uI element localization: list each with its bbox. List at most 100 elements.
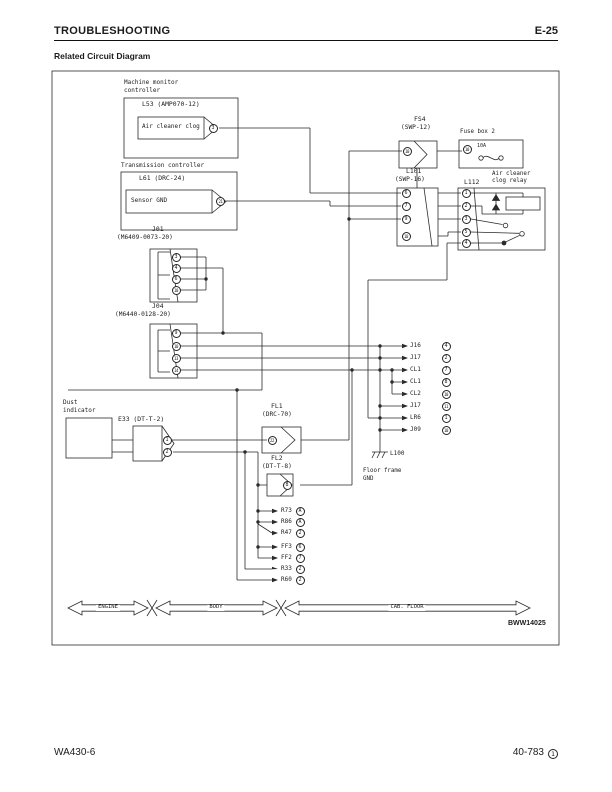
pin-l112-5: 4	[461, 238, 471, 248]
connector-j01-name: J01	[152, 225, 164, 233]
dest-label: J16	[410, 341, 421, 349]
dest-label: J17	[410, 401, 421, 409]
dest-pin: 11	[441, 401, 451, 411]
header-rule	[54, 40, 558, 41]
connector-e33-label: E33 (DT-T-2)	[118, 415, 165, 423]
pin-l101-2: 7	[401, 201, 411, 211]
dest-pin: 7	[441, 365, 451, 375]
pin-l112-3: 3	[461, 214, 471, 224]
ground-icon	[371, 451, 388, 459]
connector-fs4-name: FS4	[414, 115, 426, 123]
pin-l101-1: 6	[401, 188, 411, 198]
j01-connector	[149, 248, 198, 303]
dest-label: LR6	[410, 413, 421, 421]
machine-monitor-label: Machine monitor	[124, 79, 179, 86]
relay-contact-icon	[519, 231, 525, 237]
fuse-box2	[458, 139, 524, 169]
pin-j04-3: 13	[171, 353, 181, 363]
connector-fl1-name: FL1	[271, 402, 283, 410]
transmission-box	[120, 171, 238, 231]
ground-l100-name: L100	[390, 450, 405, 457]
connector-l101-part: (SWP-16)	[395, 176, 425, 183]
pin-l112-2: 2	[461, 201, 471, 211]
pin-fuse-box2: 10	[462, 144, 472, 154]
connector-l101-name: L101	[406, 167, 422, 175]
zone-body: BODY	[207, 604, 225, 611]
dest-label: R73	[281, 506, 292, 514]
pin-e33-2: 2	[162, 447, 172, 457]
dest-pin: 2	[441, 353, 451, 363]
l101-connector	[396, 187, 439, 247]
pin-e33-1: 1	[162, 435, 172, 445]
dest-label: CL1	[410, 365, 421, 373]
connector-fl1-part: (DRC-70)	[262, 411, 292, 418]
ground-label: Floor frame	[363, 468, 402, 474]
dust-indicator-label: Dust	[63, 399, 78, 406]
pin-l101-3: 9	[401, 214, 411, 224]
zone-engine: ENGINE	[96, 604, 120, 611]
dest-label: R86	[281, 517, 292, 525]
signal-arrowheads	[272, 343, 408, 583]
pin-j04-2: 10	[171, 341, 181, 351]
dest-label: J09	[410, 425, 421, 433]
dest-pin: A	[295, 506, 305, 516]
relay-label2: clog relay	[492, 178, 527, 184]
dust-indicator-box	[65, 417, 113, 459]
connector-l61: L61 (DRC-24)	[138, 174, 187, 182]
pin-j01-3: 6	[171, 274, 181, 284]
pin-fs4: 10	[402, 146, 412, 156]
zone-arrows	[67, 599, 531, 617]
fuse-rating: 10A	[477, 143, 487, 149]
dest-pin: 10	[441, 389, 451, 399]
pin-j01-1: 3	[171, 252, 181, 262]
dust-indicator-label2: indicator	[63, 406, 96, 414]
transmission-label: Transmission controller	[121, 162, 205, 169]
pin-j01-4: 10	[171, 285, 181, 295]
connector-fs4-part: (SWP-12)	[401, 124, 431, 131]
connector-j04-part: (M6440-0128-20)	[115, 311, 171, 318]
ground-label2: GND	[363, 475, 374, 482]
dest-label: R33	[281, 564, 292, 572]
section-subtitle: Related Circuit Diagram	[54, 51, 151, 61]
diode-icon	[491, 194, 501, 201]
fuse-icon	[482, 155, 500, 161]
page-title: TROUBLESHOOTING	[54, 25, 171, 37]
pin-j04-1: 9	[171, 328, 181, 338]
diagram-border	[51, 70, 560, 646]
pin-fl1: 22	[267, 435, 277, 445]
fs4-box	[398, 140, 438, 188]
footer-revision-circle: 1	[548, 749, 558, 759]
dest-pin: A	[295, 517, 305, 527]
pin-l112-1: 1	[461, 188, 471, 198]
j04-connector	[149, 323, 198, 379]
relay-contact-icon	[502, 222, 509, 229]
machine-monitor-label2: controller	[124, 86, 161, 94]
page-number: E-25	[534, 25, 558, 37]
signal-air-cleaner-clog: Air cleaner clog	[142, 123, 200, 130]
connector-fl2-part: (DT-T-8)	[262, 463, 292, 470]
dest-label: R47	[281, 528, 292, 536]
dest-pin: 7	[295, 553, 305, 563]
dest-label: CL2	[410, 389, 421, 397]
relay-label: Air cleaner	[492, 170, 531, 177]
dest-pin: 6	[295, 542, 305, 552]
connector-fl2-name: FL2	[271, 454, 283, 462]
connector-j01-part: (M6409-0073-20)	[117, 234, 173, 241]
pin-l61: 21	[216, 197, 225, 206]
dest-label: FF3	[281, 542, 292, 550]
l112-relay-box	[457, 187, 546, 251]
relay-coil-icon	[505, 196, 541, 211]
diode-icon	[491, 203, 501, 211]
footer-page: 40-783	[512, 747, 544, 758]
fuse-box2-label: Fuse box 2	[460, 129, 495, 135]
connector-l53: L53 (AMP070-12)	[141, 100, 201, 108]
pin-l112-4: 5	[461, 227, 471, 237]
figure-code: BWW14025	[508, 620, 546, 627]
dest-pin: 1	[441, 413, 451, 423]
dest-label: J17	[410, 353, 421, 361]
connector-j04-name: J04	[152, 302, 164, 310]
dest-pin: 2	[295, 575, 305, 585]
footer-model: WA430-6	[54, 747, 96, 758]
